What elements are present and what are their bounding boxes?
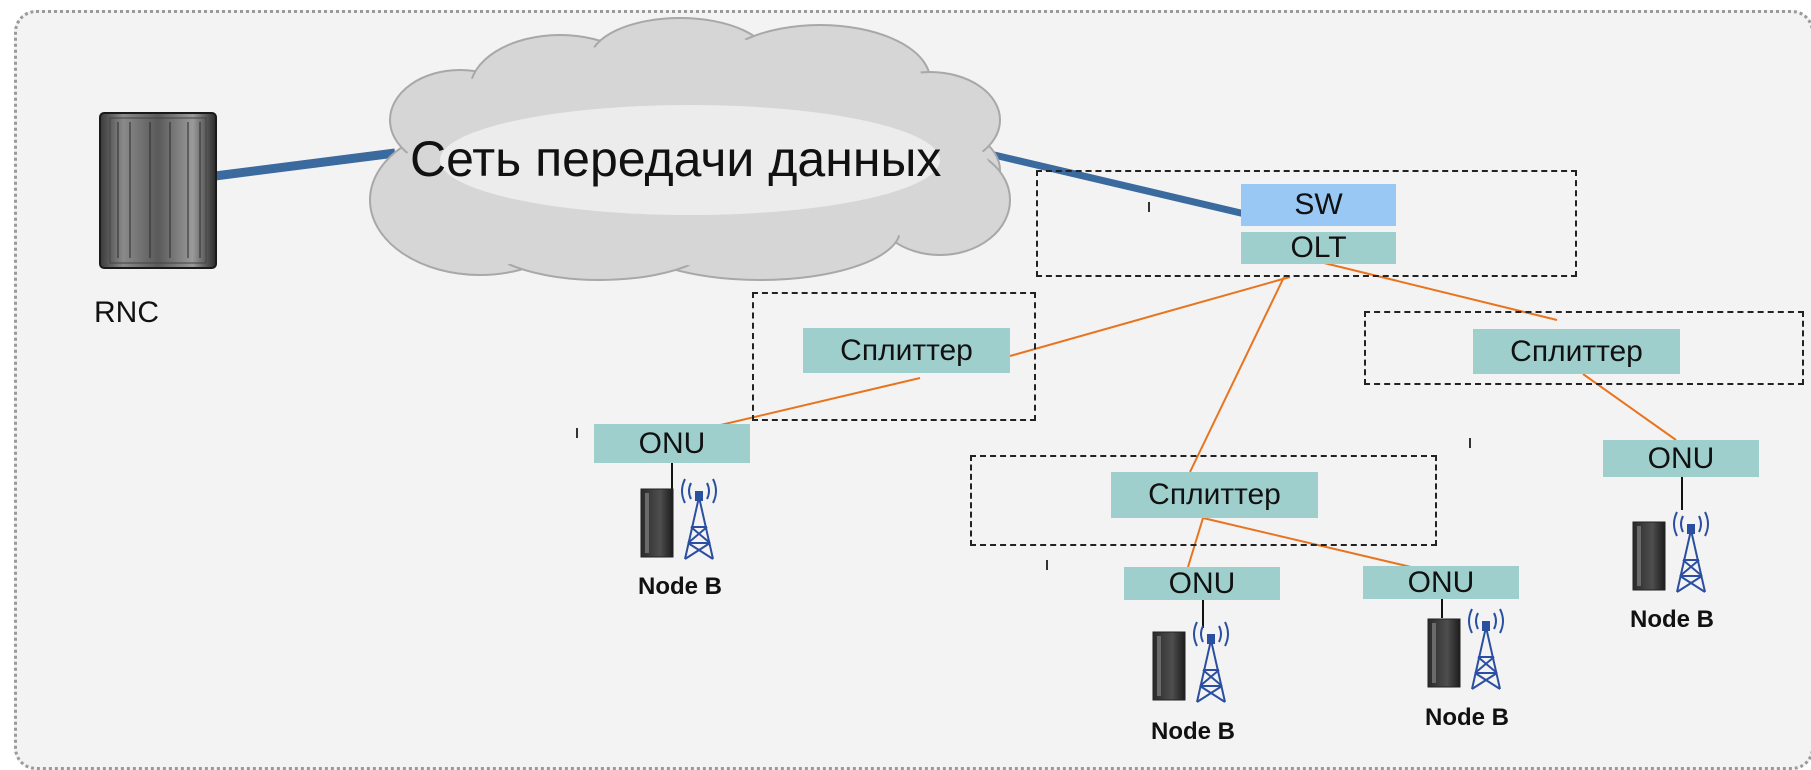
- rnc-label: RNC: [94, 296, 159, 329]
- sw-box: SW: [1241, 184, 1396, 226]
- server-rack-icon: [99, 112, 217, 269]
- rnc-cloud-link: [214, 148, 396, 181]
- cell-tower-icon: [640, 478, 717, 560]
- onu-4: ONU: [1603, 440, 1759, 477]
- splitter-right: Сплиттер: [1473, 329, 1680, 374]
- tick-mark: [1469, 438, 1471, 448]
- fiber-olt-splitter-center: [1189, 276, 1285, 473]
- splitter-right-group-box: [1364, 311, 1804, 385]
- fiber-splitter-left-onu: [711, 377, 921, 428]
- tick-mark: [576, 428, 578, 438]
- fiber-olt-splitter-right: [1319, 261, 1558, 321]
- splitter-center-group-box: [970, 455, 1437, 546]
- onu-2: ONU: [1124, 567, 1280, 600]
- fiber-splitter-right-onu: [1582, 373, 1677, 441]
- cloud-sw-link: [989, 150, 1246, 218]
- nodeb-label-4: Node B: [1630, 606, 1714, 633]
- olt-group-box: [1036, 170, 1577, 277]
- tick-mark: [1046, 560, 1048, 570]
- fiber-olt-splitter-left: [1009, 276, 1291, 357]
- splitter-left: Сплиттер: [803, 328, 1010, 373]
- diagram-canvas: [99, 17, 1709, 703]
- cloud-label: Сеть передачи данных: [410, 131, 942, 187]
- tick-mark: [1148, 202, 1150, 212]
- onu-3: ONU: [1363, 566, 1519, 599]
- cell-tower-icon: [1152, 621, 1229, 703]
- nodeb-label-2: Node B: [1151, 718, 1235, 745]
- olt-box: OLT: [1241, 231, 1396, 264]
- splitter-left-group-box: [752, 292, 1036, 421]
- cell-tower-icon: [1632, 511, 1709, 593]
- fiber-splitter-center-onu-b: [1202, 517, 1412, 568]
- splitter-center: Сплиттер: [1111, 472, 1318, 518]
- cell-tower-icon: [1427, 608, 1504, 690]
- fiber-splitter-center-onu-a: [1187, 517, 1204, 568]
- nodeb-label-3: Node B: [1425, 704, 1509, 731]
- nodeb-label-1: Node B: [638, 573, 722, 600]
- onu-1: ONU: [594, 424, 750, 463]
